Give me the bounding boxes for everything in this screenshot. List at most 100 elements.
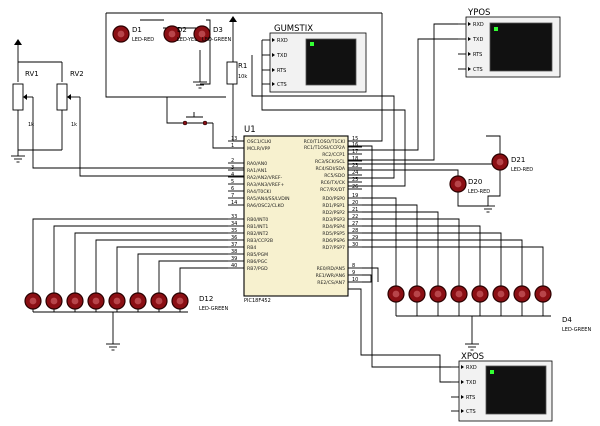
led-d2[interactable]: D2 LED-YELLOW xyxy=(163,25,209,43)
led-bank-right-led-8[interactable] xyxy=(534,285,552,303)
led-d21-lens xyxy=(496,158,504,166)
led-bank-right-led-1[interactable] xyxy=(387,285,405,303)
led-d20[interactable]: D20 LED-RED xyxy=(348,169,490,207)
pot-rv2-body[interactable] xyxy=(56,83,68,111)
led-d20-ref: D20 xyxy=(468,178,482,186)
led-bank-left-led-1-lens xyxy=(29,297,37,305)
wire xyxy=(32,97,244,169)
wire xyxy=(32,218,228,293)
led-bank-left-led-8-lens xyxy=(176,297,184,305)
mcu-u1[interactable]: U1 PIC18F452 13OSC1/CLKI1MCLR/VPP2RA0/AN… xyxy=(228,125,362,304)
mcu-pin-name: RD2/PSP2 xyxy=(322,210,345,216)
led-bank-right-led-5[interactable] xyxy=(471,285,489,303)
led-bank-left-led-3[interactable] xyxy=(66,292,84,310)
wire xyxy=(362,246,544,286)
led-bank-left-led-2[interactable] xyxy=(45,292,63,310)
wire xyxy=(348,13,383,142)
mcu-pin-number: 8 xyxy=(352,263,355,269)
pin-arrow-icon xyxy=(272,53,275,57)
led-d3[interactable]: D3 LED-GREEN xyxy=(193,25,231,43)
pin-arrow-icon xyxy=(272,82,275,86)
wire xyxy=(362,225,481,286)
mcu-pin-name: RB1/INT1 xyxy=(247,224,268,230)
terminal-title: XPOS xyxy=(461,352,484,362)
led-d20-type: LED-RED xyxy=(468,189,490,195)
pot-rv1[interactable]: RV1 1k xyxy=(12,70,39,128)
terminal-screen[interactable] xyxy=(489,22,553,72)
terminal-xpos[interactable]: XPOS RXD TXD RTS CTS xyxy=(451,352,553,422)
wire xyxy=(206,19,211,34)
wire xyxy=(362,197,397,286)
wire xyxy=(212,123,244,149)
terminal-pin-cts: CTS xyxy=(466,409,476,415)
mcu-pin-number: 36 xyxy=(231,235,237,241)
terminal-title: YPOS xyxy=(467,8,490,18)
mcu-pin-name: RB2/INT2 xyxy=(247,231,268,237)
led-bank-right-led-6[interactable] xyxy=(492,285,510,303)
led-bank-left-led-6[interactable] xyxy=(129,292,147,310)
wire xyxy=(166,97,180,124)
mcu-body[interactable] xyxy=(243,135,349,297)
led-bank-right-led-3[interactable] xyxy=(429,285,447,303)
wire xyxy=(362,218,460,286)
terminal-cursor xyxy=(494,27,498,31)
led-d21[interactable]: D21 LED-RED xyxy=(348,135,533,206)
led-bank-left-led-1[interactable] xyxy=(24,292,42,310)
mcu-pin-number: 28 xyxy=(352,228,358,234)
led-bank-left-led-7-lens xyxy=(155,297,163,305)
mcu-pin-number: 22 xyxy=(352,214,358,220)
mcu-pin-number: 37 xyxy=(231,242,237,248)
resistor-r1[interactable]: R1 10k xyxy=(226,32,247,120)
mcu-pin-number: 38 xyxy=(231,249,237,255)
terminal-screen[interactable] xyxy=(305,38,357,86)
led-bank-left-led-8[interactable] xyxy=(171,292,189,310)
led-bank-left xyxy=(24,292,189,313)
terminal-pin-txd: TXD xyxy=(472,37,483,43)
pot-rv1-body[interactable] xyxy=(12,83,24,111)
mcu-pin-name: RA2/AN2/VREF- xyxy=(247,175,283,181)
terminal-gumstix[interactable]: GUMSTIX RXD TXD RTS CTS xyxy=(262,24,367,93)
led-bank-left-led-5-lens xyxy=(113,297,121,305)
wire xyxy=(487,170,501,206)
led-bank-left-led-5[interactable] xyxy=(108,292,126,310)
terminal-screen[interactable] xyxy=(485,365,547,415)
led-bank-right-led-7-lens xyxy=(518,290,526,298)
resistor-r1-body[interactable] xyxy=(226,61,238,85)
terminal-pin-cts: CTS xyxy=(473,67,483,73)
mcu-pin-number: 6 xyxy=(231,186,234,192)
mcu-pin-number: 4 xyxy=(231,172,234,178)
mcu-pin-number: 35 xyxy=(231,228,237,234)
wire xyxy=(362,267,379,282)
led-d1[interactable]: D1 LED-RED xyxy=(112,25,154,43)
pot-rv2-value: 1k xyxy=(71,122,77,128)
led-bank-right-type: LED-GREEN xyxy=(562,327,591,333)
led-bank-left-led-4[interactable] xyxy=(87,292,105,310)
led-bank-right-led-7[interactable] xyxy=(513,285,531,303)
led-bank-right-led-4-lens xyxy=(455,290,463,298)
wire xyxy=(179,267,228,293)
mcu-pin-name: MCLR/VPP xyxy=(247,146,270,152)
led-bank-right-led-4[interactable] xyxy=(450,285,468,303)
mcu-pin-name: RB7/PGD xyxy=(247,266,268,272)
mcu-pin-number: 20 xyxy=(352,200,358,206)
mcu-pin-name: RA0/AN0 xyxy=(247,161,267,167)
mcu-pin-number: 26 xyxy=(352,184,358,190)
led-bank-right-led-2[interactable] xyxy=(408,285,426,303)
pot-group: RV1 1k RV2 1k xyxy=(11,39,244,177)
terminal-ypos[interactable]: YPOS RXD TXD RTS CTS xyxy=(458,8,561,78)
mcu-ref: U1 xyxy=(244,125,256,135)
mcu-pin-name: RC6/TX/CK xyxy=(321,180,346,186)
terminal-pin-rts: RTS xyxy=(466,395,475,401)
pin-arrow-icon xyxy=(461,409,464,413)
led-bank-left-led-7[interactable] xyxy=(150,292,168,310)
